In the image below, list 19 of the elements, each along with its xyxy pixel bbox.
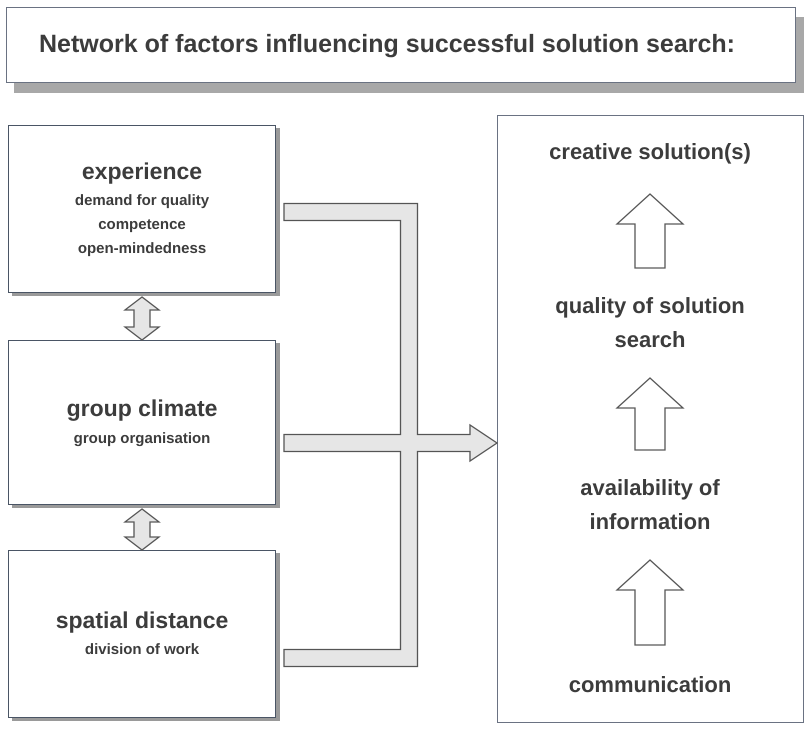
outcome-text: communication xyxy=(510,665,790,705)
factor-item: open-mindedness xyxy=(78,239,206,260)
factor-heading: spatial distance xyxy=(56,606,228,634)
merging-block-arrow xyxy=(283,202,498,668)
factor-heading: experience xyxy=(82,156,202,186)
up-block-arrow xyxy=(615,559,685,646)
outcome-text: creative solution(s) xyxy=(510,130,790,174)
outcome-text: quality of solution search xyxy=(540,288,760,358)
up-block-arrow xyxy=(615,193,685,269)
double-block-arrow xyxy=(123,296,161,341)
factor-heading: group climate xyxy=(66,394,218,423)
double-block-arrow xyxy=(123,508,161,551)
up-block-arrow xyxy=(615,377,685,451)
factor-item: group organisation xyxy=(74,428,210,449)
panel-box xyxy=(497,115,804,723)
factor-item: demand for quality xyxy=(74,191,210,212)
factor-item: competence xyxy=(98,215,186,236)
outcome-text: availability of information xyxy=(540,470,760,540)
factor-item: division of work xyxy=(84,640,200,660)
